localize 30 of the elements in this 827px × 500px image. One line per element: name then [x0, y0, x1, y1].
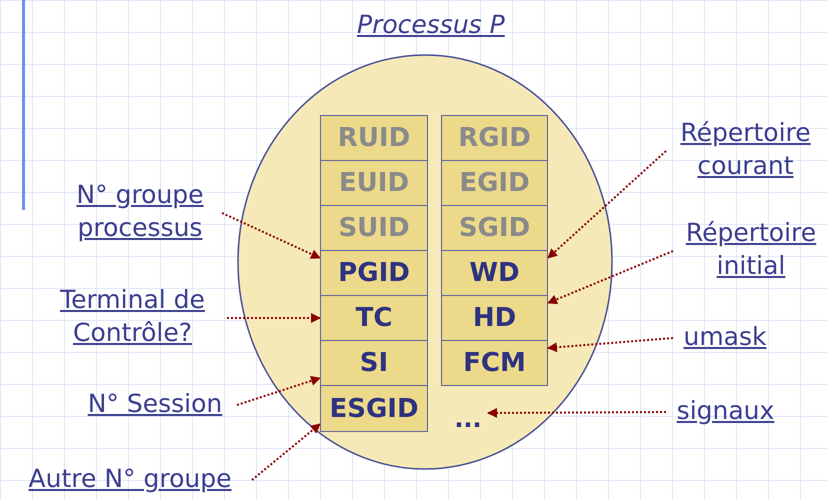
register-cell: HD [441, 295, 548, 341]
register-cell: EUID [320, 160, 428, 206]
register-cell: SGID [441, 205, 548, 251]
annotation-label: N° Session [75, 387, 235, 423]
annotation-label: Répertoire initial [675, 216, 827, 286]
register-cell: FCM [441, 340, 548, 386]
leader-arrow [236, 376, 321, 406]
annotation-label: signaux [668, 394, 783, 430]
register-cell: EGID [441, 160, 548, 206]
register-cell: RUID [320, 115, 428, 161]
register-cell: ESGID [320, 385, 428, 432]
leader-arrow [547, 250, 674, 304]
ellipse-title: Processus P [357, 10, 505, 39]
leader-arrow [251, 423, 321, 481]
ellipsis-text: ... [448, 405, 488, 435]
register-cell: SUID [320, 205, 428, 251]
register-cell: TC [320, 295, 428, 341]
annotation-label: Répertoire courant [668, 116, 823, 186]
leader-arrow [547, 337, 674, 352]
annotation-label: N° groupe processus [60, 178, 220, 248]
register-cell: RGID [441, 115, 548, 161]
leader-arrow [222, 212, 321, 259]
leader-arrow [547, 150, 667, 259]
register-cell: WD [441, 250, 548, 296]
annotation-label: Terminal de Contrôle? [40, 283, 225, 353]
annotation-label: Autre N° groupe [10, 462, 250, 498]
register-cell: PGID [320, 250, 428, 296]
register-cell: SI [320, 340, 428, 386]
leader-arrow [487, 408, 666, 418]
annotation-label: umask [675, 320, 775, 356]
